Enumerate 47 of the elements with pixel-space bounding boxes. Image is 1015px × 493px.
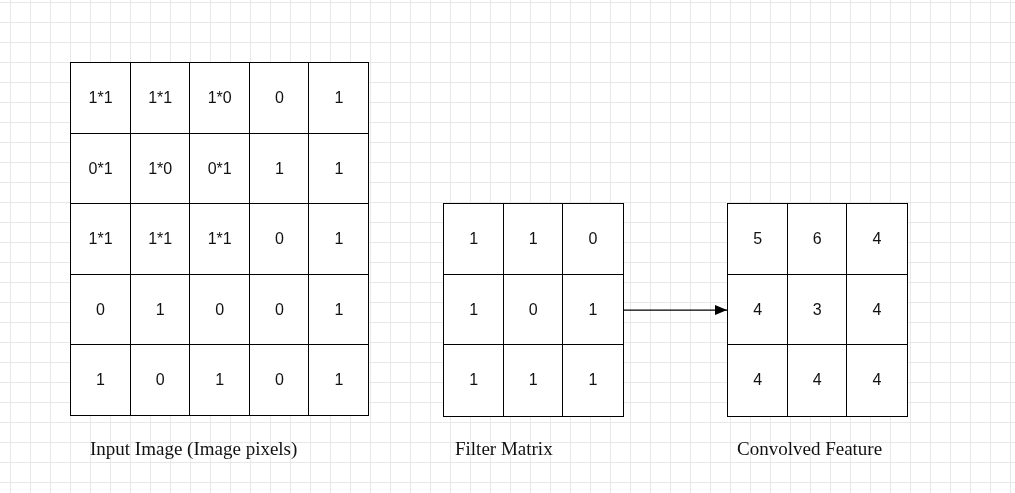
- matrix-cell: 4: [846, 273, 908, 346]
- matrix-cell: 1*0: [129, 132, 191, 205]
- matrix-cell: 0: [248, 62, 310, 135]
- matrix-cell: 4: [846, 344, 908, 417]
- matrix-cell: 0: [189, 273, 251, 346]
- matrix-cell: 0: [248, 203, 310, 276]
- caption: Filter Matrix: [455, 438, 553, 460]
- matrix-cell: 0: [248, 344, 310, 417]
- matrix-cell: 0: [129, 344, 191, 417]
- matrix-cell: 1: [502, 344, 564, 417]
- matrix-cell: 1: [443, 203, 505, 276]
- matrix-cell: 1: [308, 203, 370, 276]
- matrix-cell: 1*1: [129, 62, 191, 135]
- matrix-cell: 6: [786, 203, 848, 276]
- matrix-cell: 1*1: [129, 203, 191, 276]
- matrix-cell: 0: [562, 203, 624, 276]
- matrix-cell: 1: [562, 344, 624, 417]
- matrix-cell: 1: [443, 273, 505, 346]
- matrix-cell: 0: [502, 273, 564, 346]
- arrow: [622, 305, 728, 316]
- matrix-cell: 1: [189, 344, 251, 417]
- matrix-cell: 0*1: [70, 132, 132, 205]
- caption: Input Image (Image pixels): [90, 438, 298, 460]
- matrix-cell: 1*0: [189, 62, 251, 135]
- matrix-cell: 4: [727, 344, 789, 417]
- matrix-cell: 1: [502, 203, 564, 276]
- matrix-cell: 1*1: [189, 203, 251, 276]
- caption: Convolved Feature: [737, 438, 883, 460]
- matrix-cell: 1*1: [70, 203, 132, 276]
- matrix-cell: 3: [786, 273, 848, 346]
- matrix-cell: 1: [308, 273, 370, 346]
- matrix-cell: 1: [308, 344, 370, 417]
- matrix-cell: 1: [129, 273, 191, 346]
- matrix-cell: 4: [786, 344, 848, 417]
- matrix-cell: 1: [443, 344, 505, 417]
- matrix-cell: 1: [70, 344, 132, 417]
- matrix-cell: 0: [70, 273, 132, 346]
- matrix-cell: 1: [562, 273, 624, 346]
- matrix-cell: 1: [308, 62, 370, 135]
- matrix-cell: 0: [248, 273, 310, 346]
- matrix-cell: 4: [846, 203, 908, 276]
- matrix-cell: 5: [727, 203, 789, 276]
- matrix-cell: 1: [308, 132, 370, 205]
- matrix-cell: 1*1: [70, 62, 132, 135]
- matrix-cell: 1: [248, 132, 310, 205]
- matrix-cell: 4: [727, 273, 789, 346]
- matrix-cell: 0*1: [189, 132, 251, 205]
